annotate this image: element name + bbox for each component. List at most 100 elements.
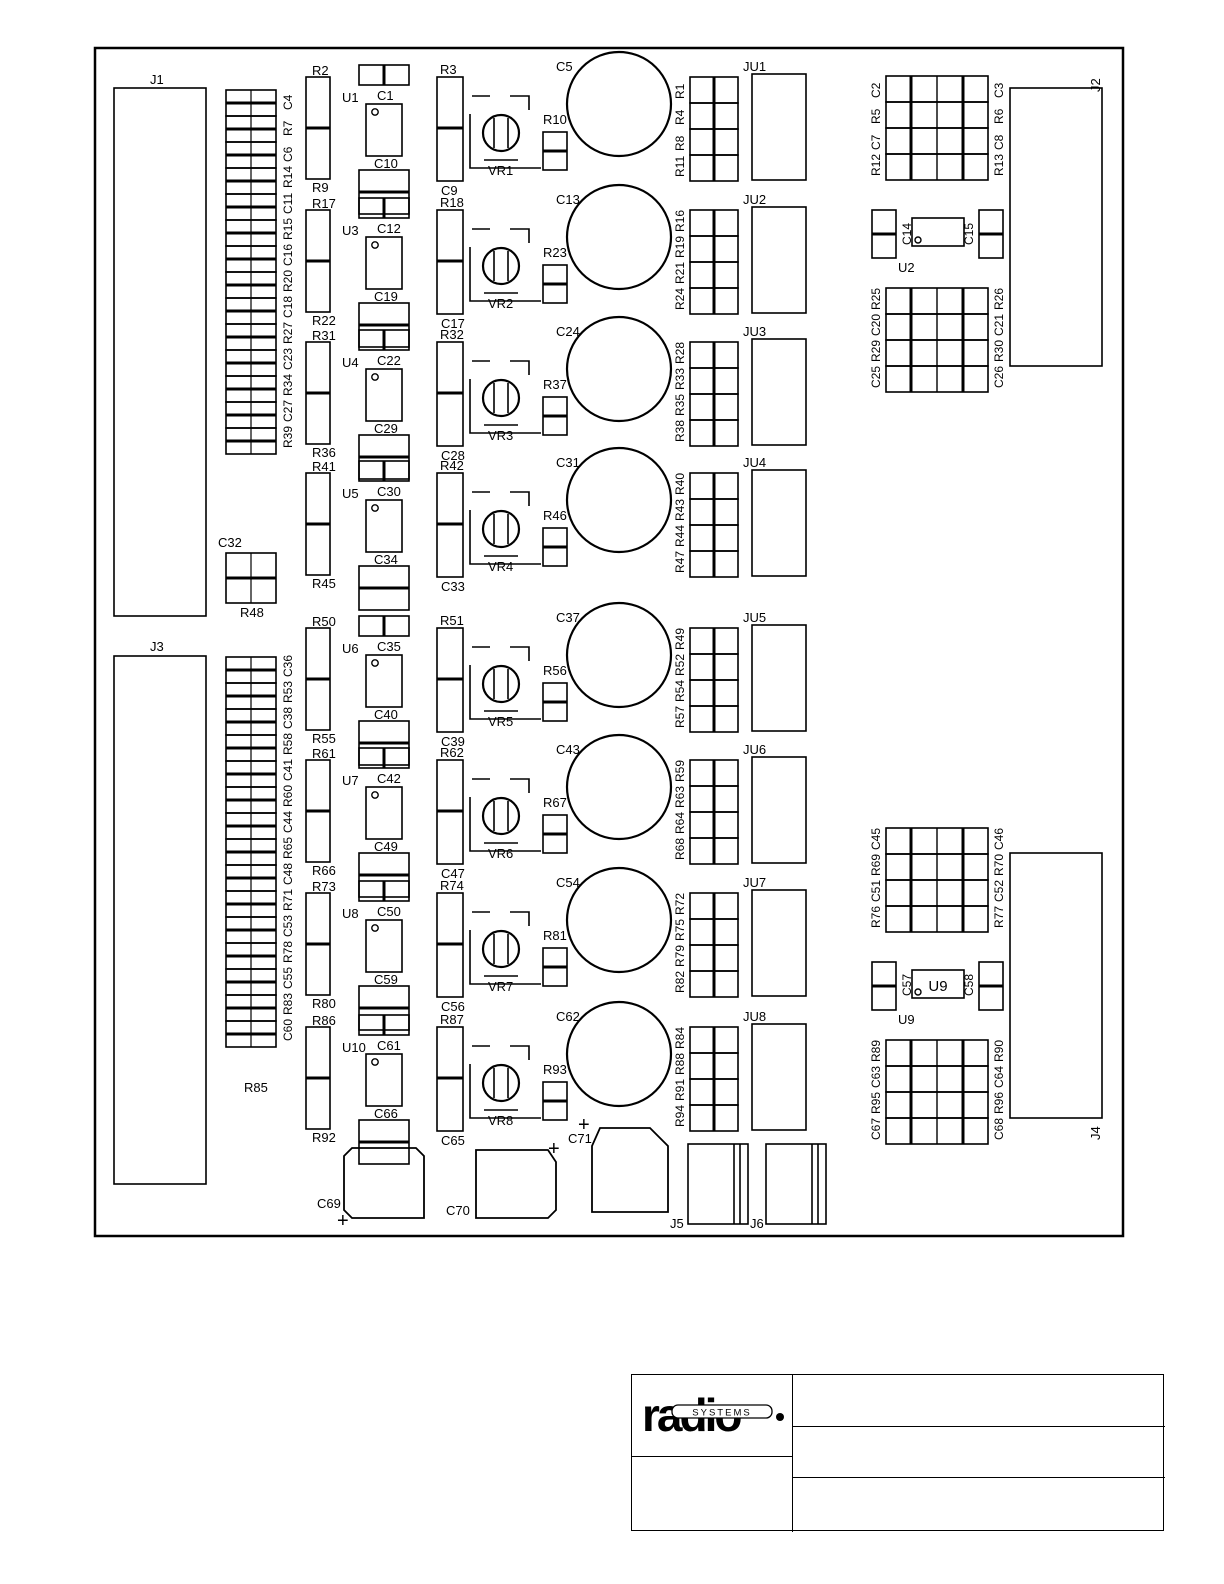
label-r51: R51 [440, 613, 464, 628]
label-c34: C34 [374, 552, 398, 567]
channel-2-jumper [751, 206, 807, 314]
channel-4-vr-frame-c [510, 491, 530, 506]
label-r96: R96 [992, 1092, 1006, 1114]
channel-2-ic [365, 236, 403, 290]
label-r76: R76 [869, 906, 883, 928]
label-c58: C58 [962, 974, 976, 996]
label-c68: C68 [992, 1118, 1006, 1140]
label-r5: R5 [869, 108, 883, 124]
label-r42: R42 [440, 458, 464, 473]
label-u8: U8 [342, 906, 359, 921]
label-c20: C20 [869, 314, 883, 336]
label-r22: R22 [312, 313, 336, 328]
label-r83: R83 [281, 993, 295, 1015]
label-r7: R7 [281, 120, 295, 136]
label-r25: R25 [869, 288, 883, 310]
label-r24: R24 [673, 288, 687, 310]
label-c19: C19 [374, 289, 398, 304]
channel-5-jumper [751, 624, 807, 732]
label-r73: R73 [312, 879, 336, 894]
label-c67: C67 [869, 1118, 883, 1140]
label-r32: R32 [440, 327, 464, 342]
channel-3-vr-frame-c [510, 360, 530, 375]
label-c11: C11 [281, 193, 295, 214]
channel-5-electrolytic [565, 601, 673, 709]
label-c54: C54 [556, 875, 580, 890]
label-ju2: JU2 [743, 192, 766, 207]
label-j6: J6 [750, 1216, 764, 1231]
label-c33: C33 [441, 579, 465, 594]
label-c52: C52 [992, 880, 1006, 902]
label-r69: R69 [869, 854, 883, 876]
label-c13: C13 [556, 192, 580, 207]
title-block-number-cell [793, 1478, 1165, 1532]
label-vr5: VR5 [488, 714, 513, 729]
channel-2-vr-frame-c [510, 228, 530, 243]
label-c38: C38 [281, 707, 295, 729]
component-layer: J1J3J2J4C4R7C6R14C11R15C16R20C18R27C23R3… [113, 50, 1103, 1232]
connector-j2 [1009, 87, 1103, 367]
channel-3-vr-frame-a [469, 379, 541, 434]
channel-4-vr-body [481, 509, 521, 549]
channel-5-ic [365, 654, 403, 708]
label-r79: R79 [673, 945, 687, 967]
label-r19: R19 [673, 236, 687, 258]
label-c51: C51 [869, 880, 883, 902]
label-r81: R81 [543, 928, 567, 943]
label-c41: C41 [281, 759, 295, 781]
channel-7-electrolytic [565, 866, 673, 974]
title-block-title-cell [793, 1375, 1165, 1427]
label-c53: C53 [281, 915, 295, 937]
channel-1-vr-frame-a [469, 114, 541, 169]
label-r86: R86 [312, 1013, 336, 1028]
label-r26: R26 [992, 288, 1006, 310]
label-c59: C59 [374, 972, 398, 987]
channel-4-jumper [751, 469, 807, 577]
label-c3: C3 [992, 82, 1006, 98]
label-r28: R28 [673, 342, 687, 364]
label-r48: R48 [240, 605, 264, 620]
channel-4-ic-pin1 [371, 504, 379, 512]
label-c48: C48 [281, 863, 295, 885]
label-r34: R34 [281, 374, 295, 396]
label-r13: R13 [992, 154, 1006, 176]
label-c22: C22 [377, 353, 401, 368]
label-r11: R11 [673, 156, 687, 177]
label-c43: C43 [556, 742, 580, 757]
label-r52: R52 [673, 654, 687, 676]
u9-pin1 [914, 988, 922, 996]
label-u9-body: U9 [928, 978, 947, 995]
channel-7-vr-frame-c [510, 911, 530, 926]
label-c60: C60 [281, 1019, 295, 1041]
label-r14: R14 [281, 166, 295, 188]
label-j1: J1 [150, 72, 164, 87]
label-j2: J2 [1088, 78, 1103, 92]
label-c66: C66 [374, 1106, 398, 1121]
label-r10: R10 [543, 112, 567, 127]
channel-5-vr-frame-c [510, 646, 530, 661]
channel-4-ic [365, 499, 403, 553]
label-c45: C45 [869, 828, 883, 850]
label-c29: C29 [374, 421, 398, 436]
label-r57: R57 [673, 706, 687, 728]
label-c27: C27 [281, 400, 295, 422]
label-c62: C62 [556, 1009, 580, 1024]
label-c14: C14 [900, 223, 914, 245]
label-c49: C49 [374, 839, 398, 854]
label-c37: C37 [556, 610, 580, 625]
u2-body [911, 217, 965, 247]
label-r89: R89 [869, 1040, 883, 1062]
label-c61: C61 [377, 1038, 401, 1053]
pcb-silkscreen-diagram: J1J3J2J4C4R7C6R14C11R15C16R20C18R27C23R3… [93, 46, 1125, 1238]
label-r71: R71 [281, 889, 295, 911]
label-u6: U6 [342, 641, 359, 656]
label-r84: R84 [673, 1027, 687, 1049]
label-r3: R3 [440, 62, 457, 77]
title-block-drawing-cell [793, 1427, 1165, 1478]
label-r36: R36 [312, 445, 336, 460]
label-r88: R88 [673, 1053, 687, 1075]
channel-8-vr-body [481, 1063, 521, 1103]
label-c28: C28 [441, 448, 465, 463]
label-r9: R9 [312, 180, 329, 195]
channel-6-ic [365, 786, 403, 840]
